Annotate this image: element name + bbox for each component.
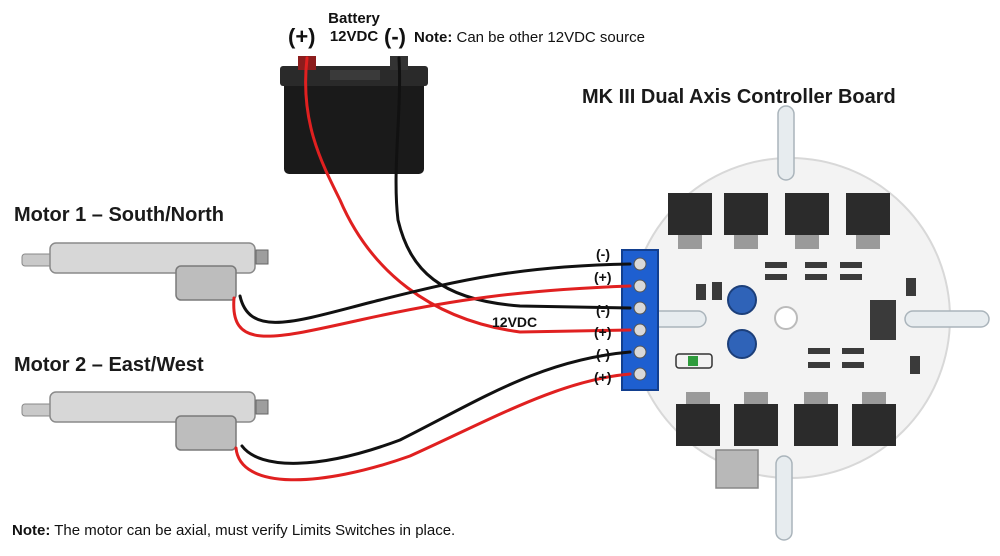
battery-note-bold: Note: <box>414 29 453 46</box>
footer-note-bold: Note: <box>12 522 51 539</box>
terminal-6-label: (+) <box>594 369 612 385</box>
battery-positive-wire <box>304 56 632 334</box>
controller-board <box>629 105 990 541</box>
mounting-hole <box>774 306 798 330</box>
motor2-negative-wire <box>240 350 632 465</box>
terminal-5-label: (-) <box>596 346 610 362</box>
terminal-2-label: (+) <box>594 269 612 285</box>
battery-label-line1: Battery <box>328 10 380 27</box>
footer-note: Note: The motor can be axial, must verif… <box>12 522 455 539</box>
motor1-positive-wire <box>232 284 632 338</box>
battery-label-line2: 12VDC <box>329 28 379 45</box>
terminal-block <box>621 249 659 391</box>
light-sensor-east <box>904 310 990 328</box>
motor-2 <box>21 391 269 451</box>
motor2-positive-wire <box>234 372 632 482</box>
terminal-1-label: (-) <box>596 246 610 262</box>
battery-label: Battery 12VDC <box>322 10 386 46</box>
mosfet-row-top <box>668 193 890 249</box>
battery-positive-label: (+) <box>288 24 316 49</box>
mosfet-row-bottom <box>676 392 896 446</box>
controller-title: MK III Dual Axis Controller Board <box>582 86 896 108</box>
bracket <box>715 449 759 489</box>
battery-note-text: Can be other 12VDC source <box>456 29 645 46</box>
battery-note: Note: Can be other 12VDC source <box>414 29 645 46</box>
motor1-title: Motor 1 – South/North <box>14 204 224 226</box>
terminal-4-label: (+) <box>594 324 612 340</box>
capacitor-bottom <box>727 329 757 359</box>
battery-negative-label: (-) <box>384 24 406 49</box>
wires <box>232 56 632 482</box>
motor-1 <box>21 242 269 301</box>
terminal-3-label: (-) <box>596 302 610 318</box>
footer-note-text: The motor can be axial, must verify Limi… <box>54 522 456 539</box>
motor1-negative-wire <box>238 262 632 324</box>
light-sensor-south <box>775 455 793 541</box>
battery <box>280 56 428 174</box>
motor2-title: Motor 2 – East/West <box>14 354 204 376</box>
battery-negative-wire <box>394 56 632 310</box>
light-sensor-north <box>777 105 795 181</box>
board-components <box>696 262 920 374</box>
capacitor-top <box>727 285 757 315</box>
supply-label: 12VDC <box>492 314 538 330</box>
